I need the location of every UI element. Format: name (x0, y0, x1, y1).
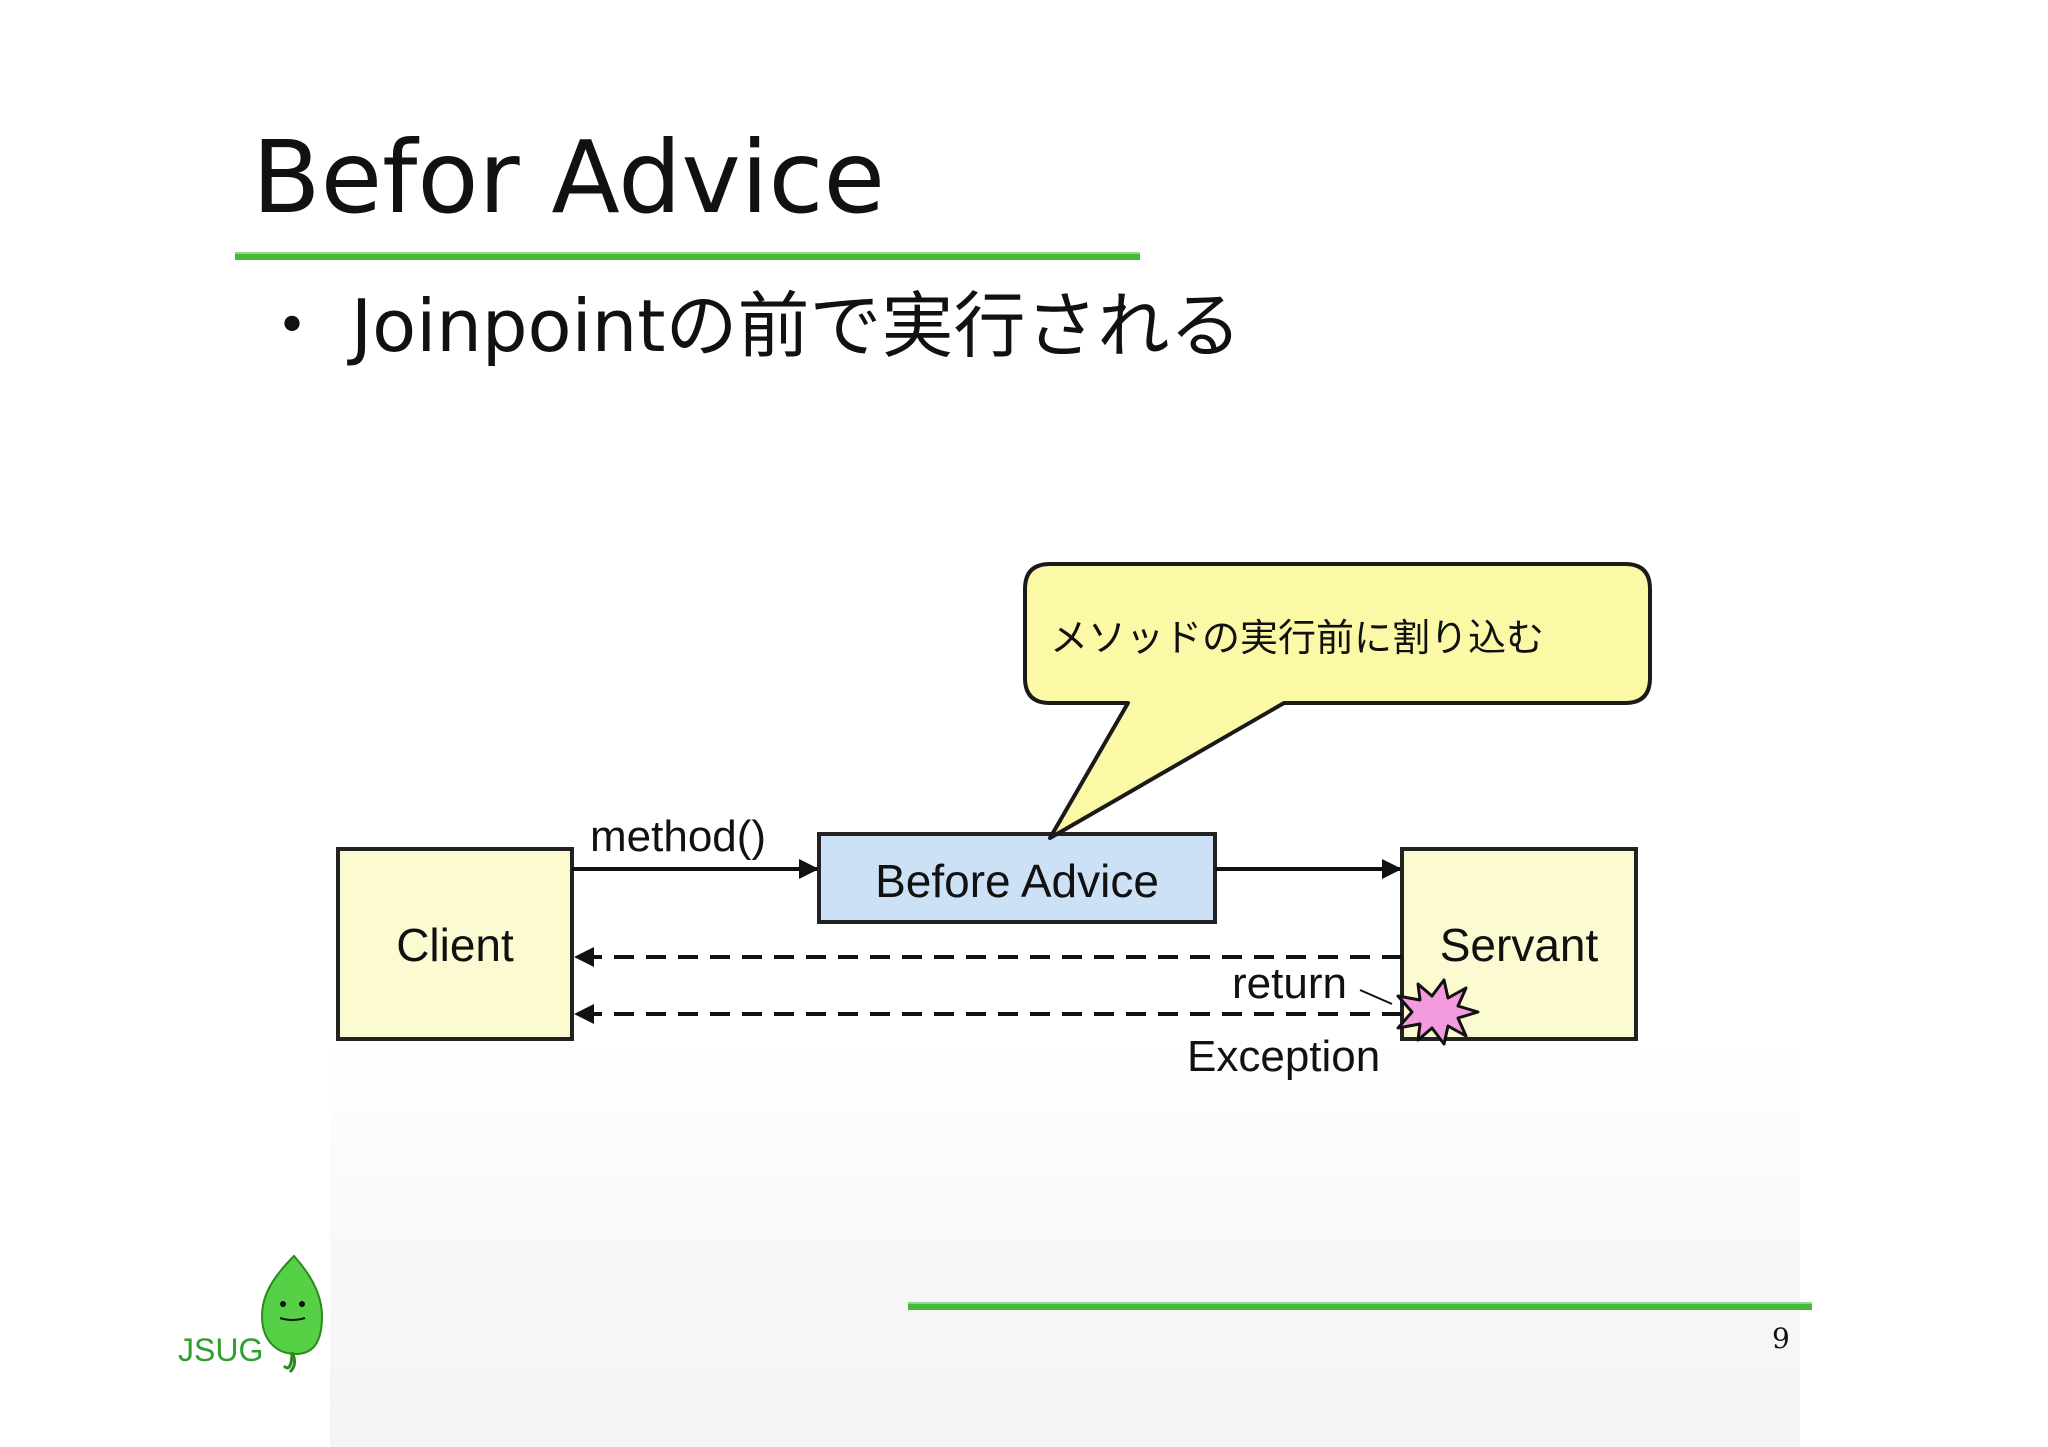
title-underline (235, 252, 1140, 260)
callout-bubble (1023, 562, 1652, 840)
bullet-text: Joinpointの前で実行される (350, 284, 1242, 368)
exception-pointer-line (1359, 989, 1393, 1005)
bullet-mark: ・ (256, 284, 329, 368)
before-advice-box (817, 832, 1217, 924)
callout-text: メソッドの実行前に割り込む (1050, 616, 1544, 660)
bullet-line: ・ Joinpointの前で実行される (256, 290, 1241, 362)
return-label: return (1232, 959, 1347, 1008)
footer-rule (908, 1302, 1812, 1310)
page-title: Befor Advice (252, 119, 886, 236)
page-number: 9 (1772, 1322, 1790, 1355)
method-call-label: method() (590, 812, 766, 861)
servant-label: Servant (1440, 919, 1599, 971)
background-shade (330, 1040, 1800, 1447)
exception-burst-icon (1396, 978, 1480, 1046)
leaf-mascot-icon (260, 1254, 324, 1374)
before-advice-label: Before Advice (875, 855, 1159, 907)
exception-label: Exception (1187, 1032, 1380, 1081)
client-label: Client (396, 919, 514, 971)
client-box (336, 847, 574, 1041)
logo-text: JSUG (178, 1332, 264, 1368)
